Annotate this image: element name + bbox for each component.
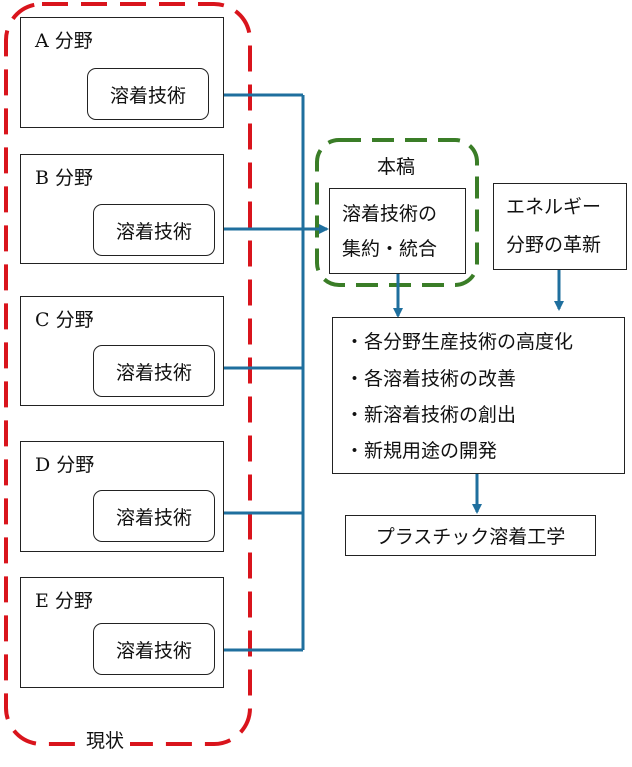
energy-box: エネルギー 分野の革新 (493, 183, 627, 270)
field-b-tech: 溶着技術 (93, 204, 215, 256)
this-paper-box: 溶着技術の 集約・統合 (329, 188, 466, 274)
outcomes-box: ・各分野生産技術の高度化 ・各溶着技術の改善 ・新溶着技術の創出 ・新規用途の開… (332, 317, 625, 474)
this-paper-line1: 溶着技術の (342, 203, 438, 225)
field-d-label: D 分野 (35, 454, 95, 476)
field-d-box: D 分野 溶着技術 (20, 441, 224, 552)
current-state-label: 現状 (80, 726, 131, 753)
field-e-label: E 分野 (35, 590, 93, 612)
result-box: プラスチック溶着工学 (345, 515, 596, 556)
field-c-label: C 分野 (35, 309, 94, 331)
outcome-item: ・新溶着技術の創出 (345, 404, 517, 426)
field-c-tech: 溶着技術 (93, 345, 215, 397)
energy-line2: 分野の革新 (506, 234, 602, 256)
field-a-box: A 分野 溶着技術 (20, 17, 224, 128)
this-paper-line2: 集約・統合 (342, 238, 438, 260)
outcome-item: ・各溶着技術の改善 (345, 368, 517, 390)
field-e-box: E 分野 溶着技術 (20, 577, 224, 688)
field-b-label: B 分野 (35, 167, 94, 189)
outcome-item: ・新規用途の開発 (345, 440, 498, 462)
field-e-tech: 溶着技術 (93, 623, 215, 675)
field-a-tech: 溶着技術 (87, 68, 209, 120)
field-d-tech: 溶着技術 (93, 490, 215, 542)
field-b-box: B 分野 溶着技術 (20, 154, 224, 264)
field-c-box: C 分野 溶着技術 (20, 296, 224, 406)
outcome-item: ・各分野生産技術の高度化 (345, 331, 574, 353)
field-a-label: A 分野 (35, 30, 93, 52)
this-paper-label: 本稿 (377, 156, 416, 178)
result-label: プラスチック溶着工学 (375, 526, 566, 548)
energy-line1: エネルギー (506, 196, 602, 218)
